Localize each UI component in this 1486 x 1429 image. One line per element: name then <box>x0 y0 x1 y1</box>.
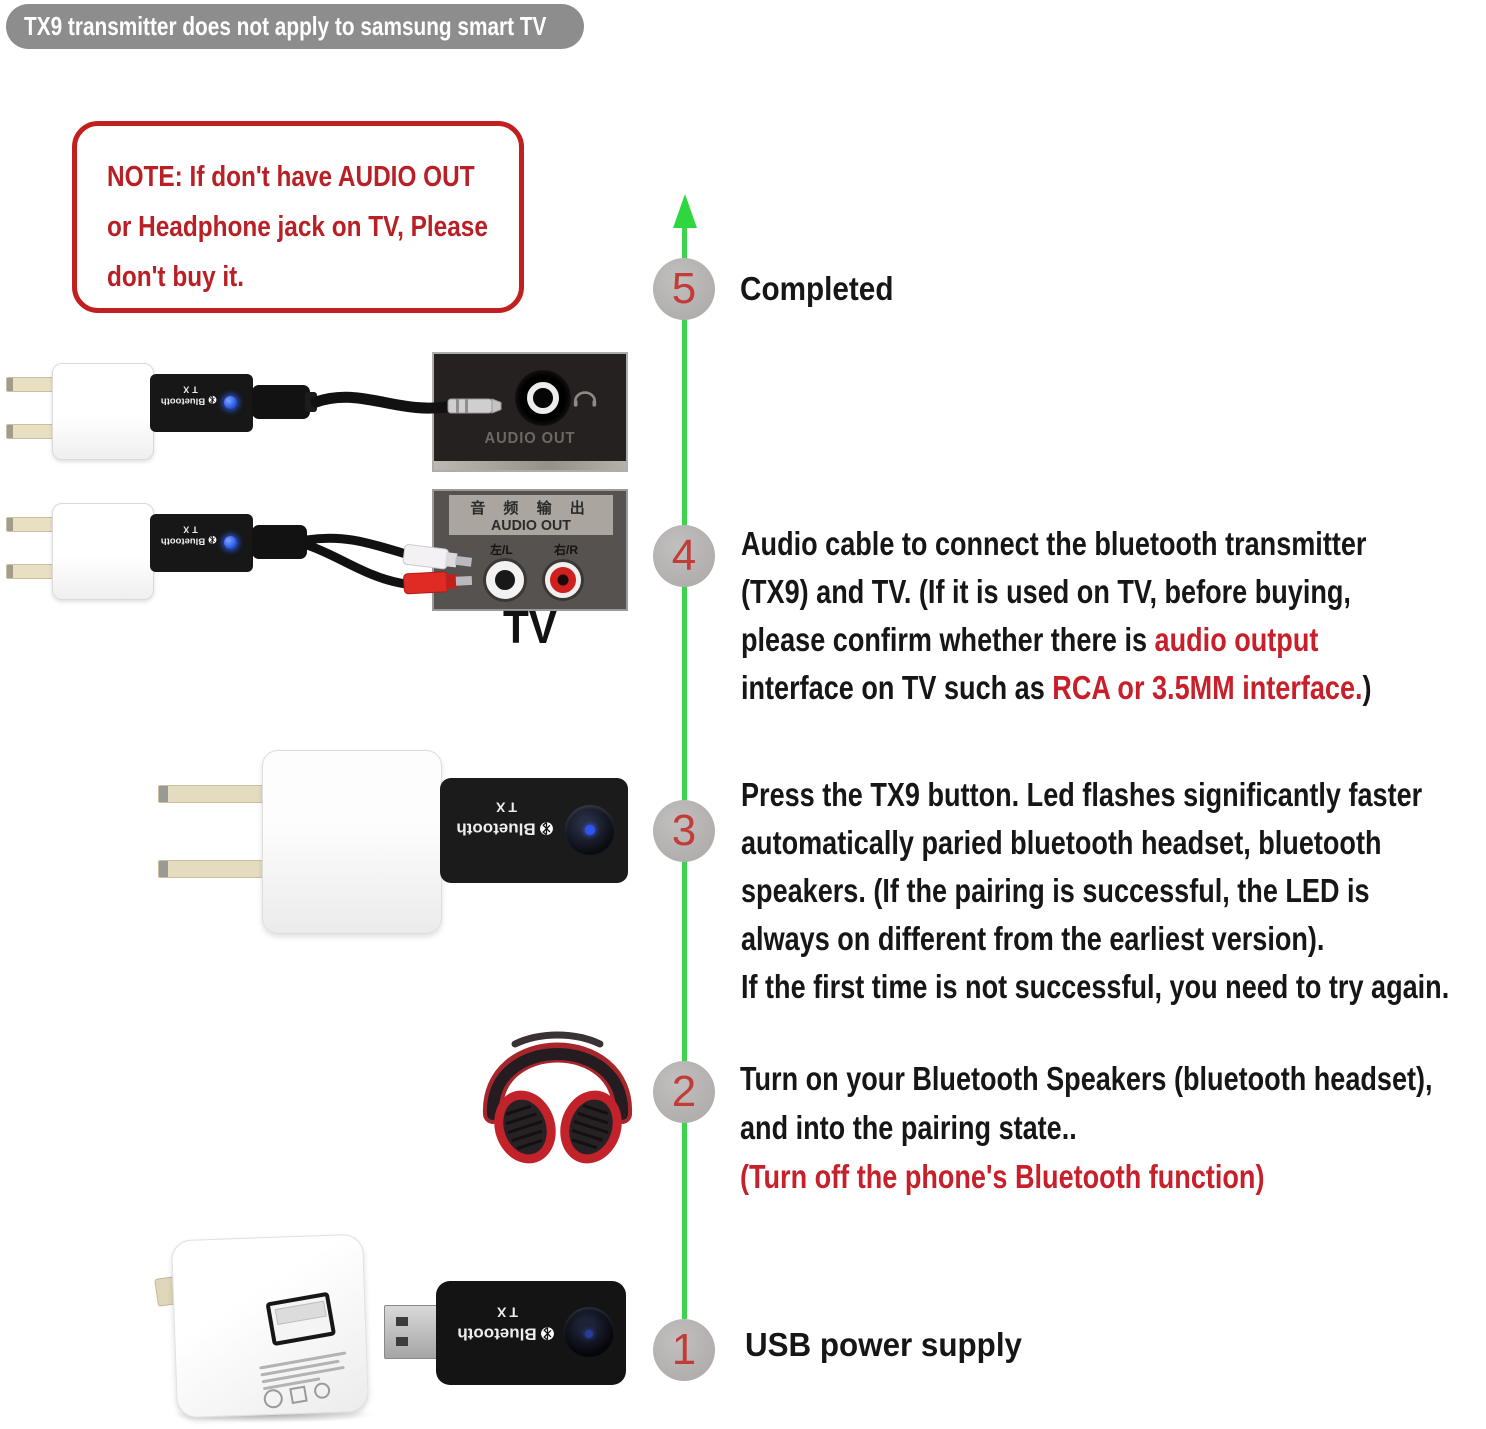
tx9-dongle-large: Bluetooth TX <box>440 778 628 883</box>
step-1-text: USB power supply <box>745 1326 1022 1363</box>
bluetooth-icon <box>540 1327 554 1341</box>
bluetooth-icon <box>208 395 217 404</box>
tx9-dongle-usb: Bluetooth TX <box>436 1281 626 1385</box>
dongle-label: Bluetooth TX <box>454 1305 558 1344</box>
audio-out-label: AUDIO OUT <box>484 430 576 447</box>
audio-out-en-label: AUDIO OUT <box>491 517 571 534</box>
timeline-line <box>682 224 687 1319</box>
bluetooth-headphones <box>482 1031 633 1164</box>
audio-out-cn-label: 音 频 输 出 <box>470 500 592 517</box>
rca-jack-white <box>486 561 524 599</box>
right-channel-label: 右/R <box>554 543 579 557</box>
warning-badge: TX9 transmitter does not apply to samsun… <box>6 4 584 49</box>
illustration-step5-audio-jack: Bluetooth TX AUDIO OUT <box>0 350 660 485</box>
note-line: or Headphone jack on TV, Please <box>107 211 488 243</box>
aux-cable <box>252 385 502 419</box>
tx9-dongle: Bluetooth TX <box>150 514 253 572</box>
step-2-text: Turn on your Bluetooth Speakers (bluetoo… <box>740 1060 1433 1195</box>
led-indicator <box>585 1330 593 1338</box>
plug-prong <box>158 785 272 803</box>
step-4-text: Audio cable to connect the bluetooth tra… <box>741 525 1372 706</box>
tv-audio-panel: 音 频 输 出 AUDIO OUT 左/L 右/R <box>432 489 628 611</box>
step-3-text: Press the TX9 button. Led flashes signif… <box>741 776 1450 1005</box>
note-box: NOTE: If don't have AUDIO OUT or Headpho… <box>72 121 524 313</box>
dongle-label: Bluetooth TX <box>454 800 556 839</box>
step-2-circle: 2 <box>653 1061 715 1123</box>
dongle-label: Bluetooth TX <box>158 524 220 546</box>
note-line: don't buy it. <box>107 261 245 293</box>
usb-connector <box>384 1305 440 1359</box>
usb-port <box>265 1291 337 1347</box>
tx9-dongle: Bluetooth TX <box>150 374 253 432</box>
bluetooth-icon <box>208 535 217 544</box>
aux-jack <box>527 382 559 414</box>
led-indicator <box>224 536 237 549</box>
tv-caption: TV <box>502 601 558 653</box>
step-1-circle: 1 <box>653 1319 715 1381</box>
power-adapter <box>52 503 154 600</box>
bluetooth-icon <box>539 822 553 836</box>
rca-jack-red <box>545 562 581 598</box>
note-line: NOTE: If don't have AUDIO OUT <box>107 161 475 193</box>
power-adapter <box>52 363 154 460</box>
step-5-circle: 5 <box>653 258 715 320</box>
usb-cube-charger <box>170 1233 370 1419</box>
step-3-circle: 3 <box>653 800 715 862</box>
plug-prong <box>158 860 272 878</box>
headphone-icon <box>573 391 597 407</box>
timeline-arrowhead-icon <box>673 194 697 228</box>
panel-header: 音 频 输 出 AUDIO OUT <box>449 495 613 535</box>
warning-badge-text: TX9 transmitter does not apply to samsun… <box>24 11 547 41</box>
dongle-label: Bluetooth TX <box>158 384 220 406</box>
led-indicator <box>585 825 595 835</box>
power-adapter-large <box>262 750 442 934</box>
rca-y-cable <box>252 525 473 595</box>
illustration-step4-rca-tv: Bluetooth TX 音 频 输 出 AUDIO OUT 左/L 右/R <box>0 488 660 658</box>
panel-edge <box>434 461 626 470</box>
left-channel-label: 左/L <box>490 543 513 557</box>
step-4-circle: 4 <box>653 525 715 587</box>
step-5-text: Completed <box>740 270 894 307</box>
led-indicator <box>224 396 237 409</box>
